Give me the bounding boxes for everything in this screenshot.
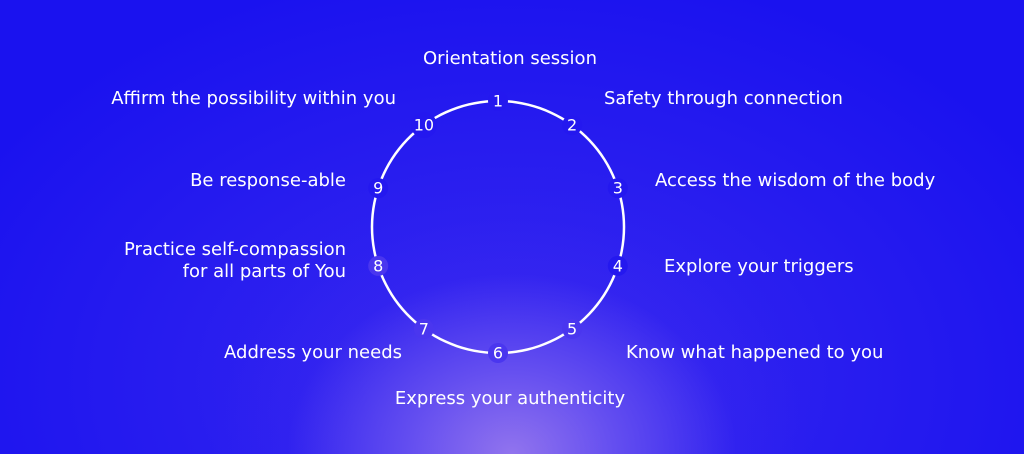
- step-1-marker-gap: [488, 91, 508, 111]
- step-8-label-line-1: Practice self-compassion: [124, 239, 346, 260]
- step-3-label: Access the wisdom of the body: [655, 170, 936, 191]
- step-3-number: 3: [613, 179, 623, 198]
- step-2-label: Safety through connection: [604, 88, 843, 109]
- step-6-number: 6: [493, 344, 503, 363]
- step-5-marker-gap: [562, 318, 583, 339]
- step-4-marker-gap: [607, 255, 628, 276]
- step-9-label: Be response-able: [190, 170, 346, 191]
- step-4-number: 4: [613, 256, 623, 275]
- step-10-marker-gap: [410, 112, 437, 139]
- step-6-marker-gap: [488, 343, 508, 363]
- step-2-number: 2: [567, 116, 577, 135]
- step-3-marker-gap: [607, 178, 628, 199]
- step-7-label: Address your needs: [224, 342, 402, 363]
- cycle-ring: [370, 99, 626, 355]
- step-1-number: 1: [493, 92, 503, 111]
- step-5-label: Know what happened to you: [626, 342, 884, 363]
- step-10-label: Affirm the possibility within you: [111, 88, 396, 109]
- step-8-number: 8: [373, 256, 383, 275]
- step-9-number: 9: [373, 179, 383, 198]
- step-6-label: Express your authenticity: [394, 388, 626, 409]
- step-9-marker-gap: [368, 178, 389, 199]
- step-7-number: 7: [419, 319, 429, 338]
- step-1-label: Orientation session: [423, 48, 597, 69]
- step-8-label: Practice self-compassion for all parts o…: [124, 239, 346, 283]
- step-10-number: 10: [414, 116, 434, 135]
- step-5-number: 5: [567, 319, 577, 338]
- step-7-marker-gap: [413, 318, 434, 339]
- step-8-marker-gap: [368, 255, 389, 276]
- step-4-label: Explore your triggers: [664, 256, 854, 277]
- step-8-label-line-2: for all parts of You: [182, 261, 346, 282]
- step-2-marker-gap: [562, 115, 583, 136]
